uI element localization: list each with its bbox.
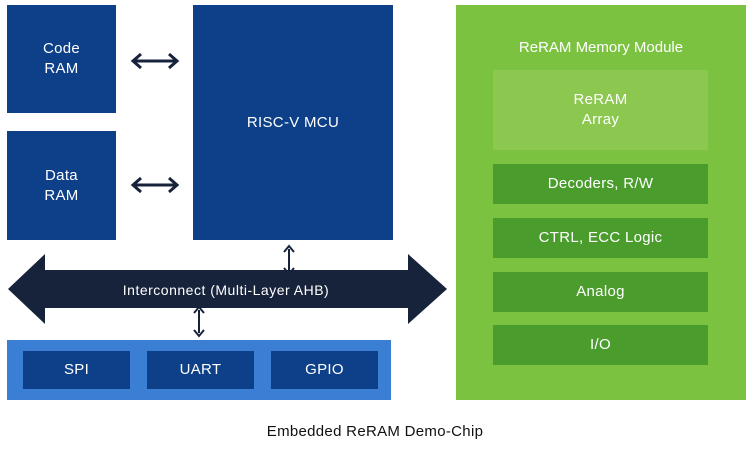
gpio-block: GPIO (271, 351, 378, 389)
code-ram-label: Code RAM (42, 40, 81, 77)
io-label: I/O (590, 336, 611, 353)
decoders-block: Decoders, R/W (493, 164, 708, 204)
memory-module-title: ReRAM Memory Module (518, 39, 684, 56)
io-block: I/O (493, 325, 708, 365)
reram-array-label: ReRAM Array (573, 91, 628, 128)
uart-block: UART (147, 351, 254, 389)
spi-block: SPI (23, 351, 130, 389)
bus-peripheral-arrow (193, 305, 205, 338)
mcu-bus-arrow (283, 244, 295, 276)
risc-v-mcu-block: RISC-V MCU (193, 5, 393, 240)
interconnect-label: Interconnect (Multi-Layer AHB) (122, 282, 330, 298)
reram-array-block: ReRAM Array (493, 70, 708, 150)
diagram-caption: Embedded ReRAM Demo-Chip (266, 423, 484, 440)
ctrl-ecc-block: CTRL, ECC Logic (493, 218, 708, 258)
data-ram-mcu-arrow (130, 176, 180, 194)
mcu-label: RISC-V MCU (246, 113, 340, 131)
analog-block: Analog (493, 272, 708, 312)
data-ram-label: Data RAM (44, 166, 79, 204)
decoders-label: Decoders, R/W (547, 175, 654, 192)
interconnect-bus-arrow (8, 254, 447, 324)
interconnect-label-box: Interconnect (Multi-Layer AHB) (10, 270, 442, 310)
code-ram-mcu-arrow (130, 52, 180, 70)
gpio-label: GPIO (305, 361, 344, 378)
ctrl-ecc-label: CTRL, ECC Logic (538, 229, 663, 246)
analog-label: Analog (576, 283, 625, 300)
data-ram-block: Data RAM (7, 131, 116, 240)
uart-label: UART (179, 361, 222, 378)
code-ram-block: Code RAM (7, 5, 116, 113)
spi-label: SPI (63, 361, 90, 378)
